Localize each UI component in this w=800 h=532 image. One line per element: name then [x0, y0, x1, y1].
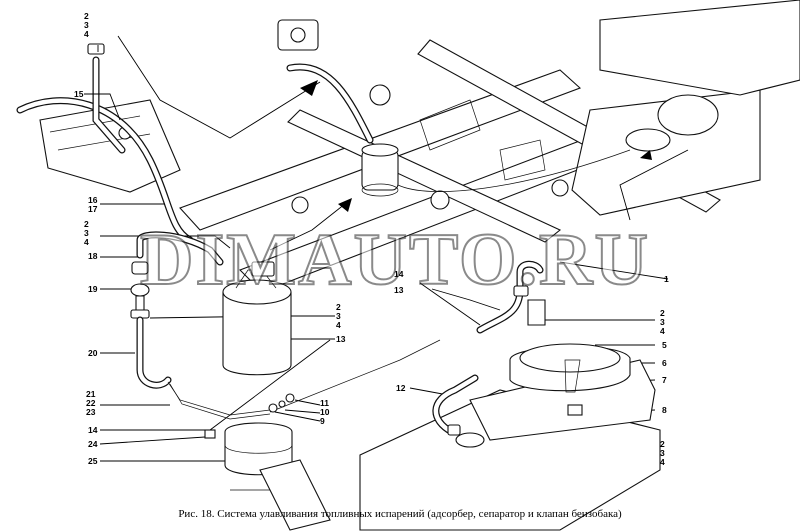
lower-fuel-tank	[359, 343, 661, 531]
callout-2: 2	[336, 302, 341, 312]
callout-25: 25	[88, 456, 98, 466]
upper-hoses	[16, 56, 631, 244]
callout-12: 12	[396, 383, 406, 393]
callout-2: 2	[660, 308, 665, 318]
callout-4: 4	[660, 457, 665, 467]
callout-6: 6	[662, 358, 667, 368]
callout-9: 9	[320, 416, 325, 426]
adsorber-canister	[222, 261, 292, 376]
callout-14-left: 14	[88, 425, 98, 435]
callout-14-center: 14	[394, 269, 404, 279]
callout-4: 4	[84, 29, 89, 39]
callout-16: 16	[88, 195, 98, 205]
callout-2: 2	[84, 11, 89, 21]
callout-23: 23	[86, 407, 96, 417]
callout-2: 2	[84, 219, 89, 229]
callout-1: 1	[664, 274, 669, 284]
callout-3: 3	[660, 317, 665, 327]
callout-4: 4	[660, 326, 665, 336]
callout-17: 17	[88, 204, 98, 214]
callout-3: 3	[660, 448, 665, 458]
callout-18: 18	[88, 251, 98, 261]
upper-right-tank	[571, 0, 800, 216]
figure-caption: Рис. 18. Система улавливания топливных и…	[178, 508, 622, 520]
canister-clamp	[204, 422, 331, 531]
callout-8: 8	[662, 405, 667, 415]
callout-19: 19	[88, 284, 98, 294]
watermark-text: DIMAUTO.RU	[139, 218, 650, 302]
callout-20: 20	[88, 348, 98, 358]
callout-3: 3	[84, 228, 89, 238]
arrowheads	[300, 80, 652, 212]
callout-2-3-4-adsorber: 2 3 4	[336, 303, 341, 330]
callout-4: 4	[336, 320, 341, 330]
upper-separator	[361, 143, 399, 197]
callout-21-22-23: 21 22 23	[86, 390, 95, 417]
callout-21: 21	[86, 389, 96, 399]
callout-2-3-4-right: 2 3 4	[660, 309, 665, 336]
callout-5: 5	[662, 340, 667, 350]
callout-2: 2	[660, 439, 665, 449]
callout-3: 3	[336, 311, 341, 321]
callout-22: 22	[86, 398, 96, 408]
callout-7: 7	[662, 375, 667, 385]
fasteners	[268, 393, 295, 413]
callout-2-3-4-top: 2 3 4	[84, 12, 89, 39]
top-vent-valve	[87, 19, 319, 55]
callout-3: 3	[84, 20, 89, 30]
callout-2-3-4-mid: 2 3 4	[84, 220, 89, 247]
left-hose-assembly	[130, 231, 441, 420]
callout-15: 15	[74, 89, 84, 99]
callout-10: 10	[320, 407, 330, 417]
callout-13-center: 13	[394, 285, 404, 295]
callout-24: 24	[88, 439, 98, 449]
callout-11: 11	[320, 398, 329, 408]
callout-16-17: 16 17	[88, 196, 97, 214]
callout-13-adsorber: 13	[336, 334, 346, 344]
callout-4: 4	[84, 237, 89, 247]
center-hose	[476, 260, 546, 334]
callout-2-3-4-bottom: 2 3 4	[660, 440, 665, 467]
